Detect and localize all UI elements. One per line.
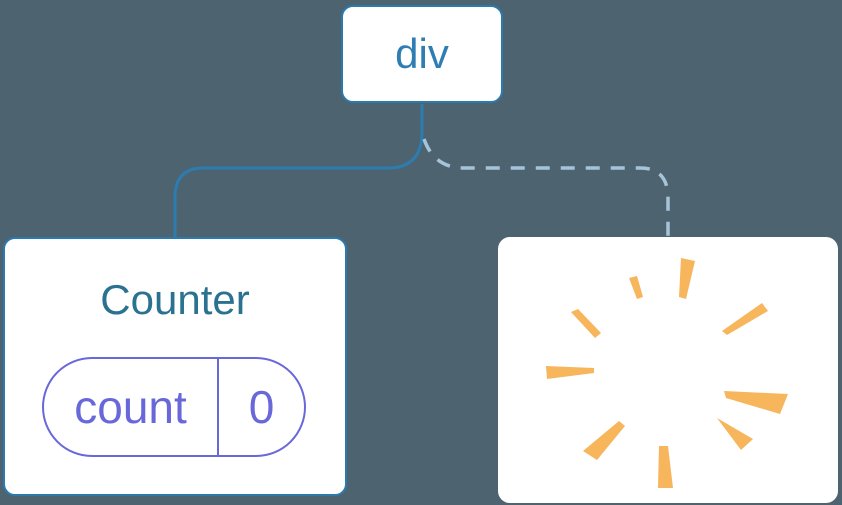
poof-starburst-icon — [546, 258, 788, 488]
state-name-label: count — [44, 359, 219, 455]
root-node-label: div — [395, 30, 449, 77]
starburst-ray — [717, 418, 753, 450]
node-removed — [498, 237, 838, 503]
starburst-ray — [722, 303, 768, 335]
counter-node-title: Counter — [100, 276, 250, 323]
starburst-ray — [571, 309, 601, 338]
edge-dashed-div-to-removed — [422, 138, 670, 238]
starburst-ray — [724, 391, 788, 414]
starburst-ray — [583, 421, 625, 460]
starburst-ray — [658, 446, 673, 488]
state-value-label: 0 — [248, 381, 275, 433]
node-counter: Counter count 0 — [3, 237, 347, 496]
starburst-ray — [679, 258, 695, 299]
node-div: div — [341, 5, 503, 103]
edge-solid-div-to-counter — [173, 104, 424, 238]
state-pill: count 0 — [42, 357, 306, 457]
starburst-ray — [629, 276, 643, 299]
starburst-ray — [546, 366, 594, 379]
